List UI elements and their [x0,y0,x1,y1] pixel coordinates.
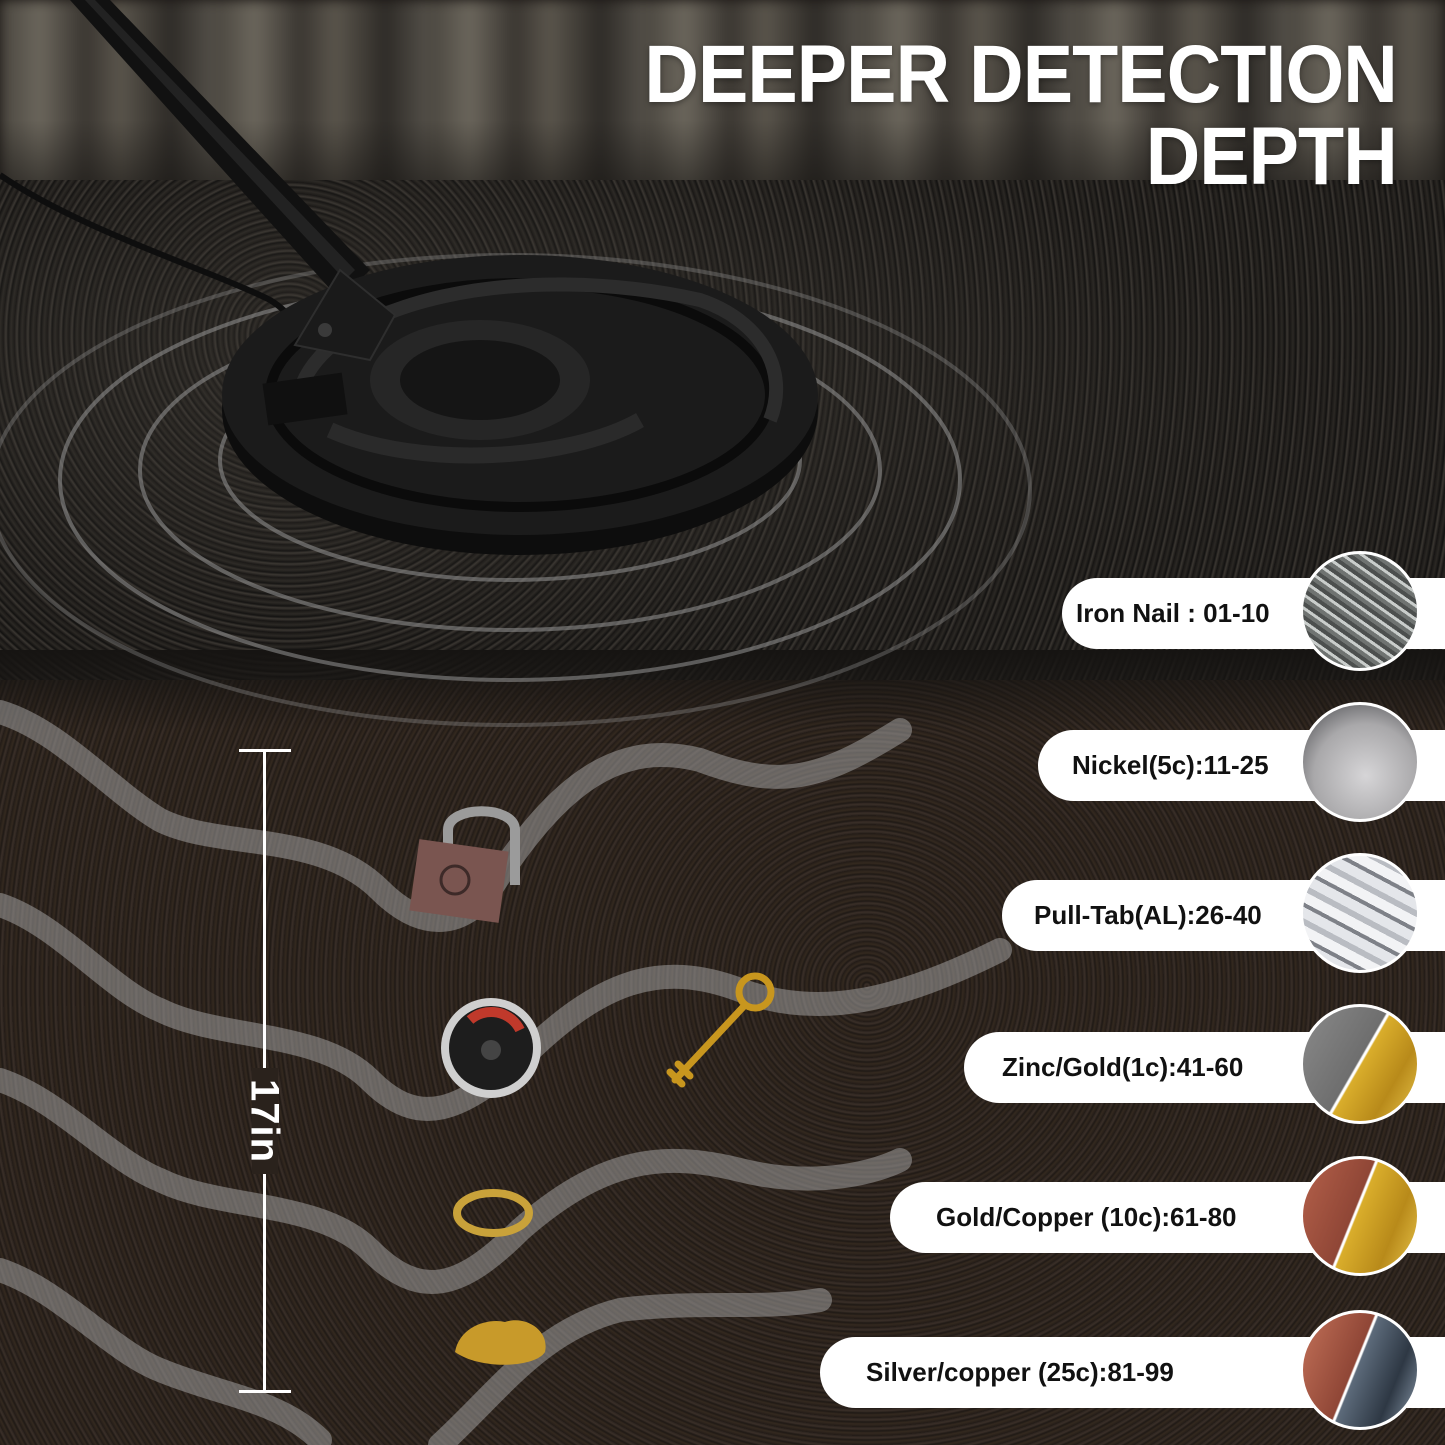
nickel-coin-thumbnail [1300,702,1420,822]
search-coil [222,255,818,555]
metal-id-label: Gold/Copper (10c):61-80 [936,1202,1237,1232]
metal-id-label: Zinc/Gold(1c):41-60 [1002,1052,1244,1082]
padlock-item [409,806,520,923]
underground-signal-waves [0,700,1012,1445]
aluminum-thumbnail [1300,853,1420,973]
antique-key-item [666,972,775,1088]
headline: DEEPER DETECTION DEPTH [644,29,1398,202]
copper-gold-thumbnail [1300,1156,1420,1276]
zinc-gold-thumbnail [1300,1004,1420,1124]
soil-top-fade [0,650,1445,730]
headline-line-2: DEPTH [1145,111,1398,202]
depth-label-backdrop [252,1068,278,1174]
iron-nails-thumbnail [1300,551,1420,671]
depth-scale-label: 17in [242,1078,287,1164]
metal-id-label: Nickel(5c):11-25 [1072,750,1269,780]
combination-lock-item [441,998,541,1098]
gold-ring-item [453,1189,533,1237]
metal-id-label: Iron Nail : 01-10 [1076,598,1270,628]
metal-id-label: Silver/copper (25c):81-99 [866,1357,1174,1387]
copper-silver-thumbnail [1300,1310,1420,1430]
depth-scale-bottom-cap [239,1390,291,1393]
gold-nugget-item [455,1320,546,1365]
metal-id-label: Pull-Tab(AL):26-40 [1034,900,1262,930]
headline-line-1: DEEPER DETECTION [644,29,1398,120]
